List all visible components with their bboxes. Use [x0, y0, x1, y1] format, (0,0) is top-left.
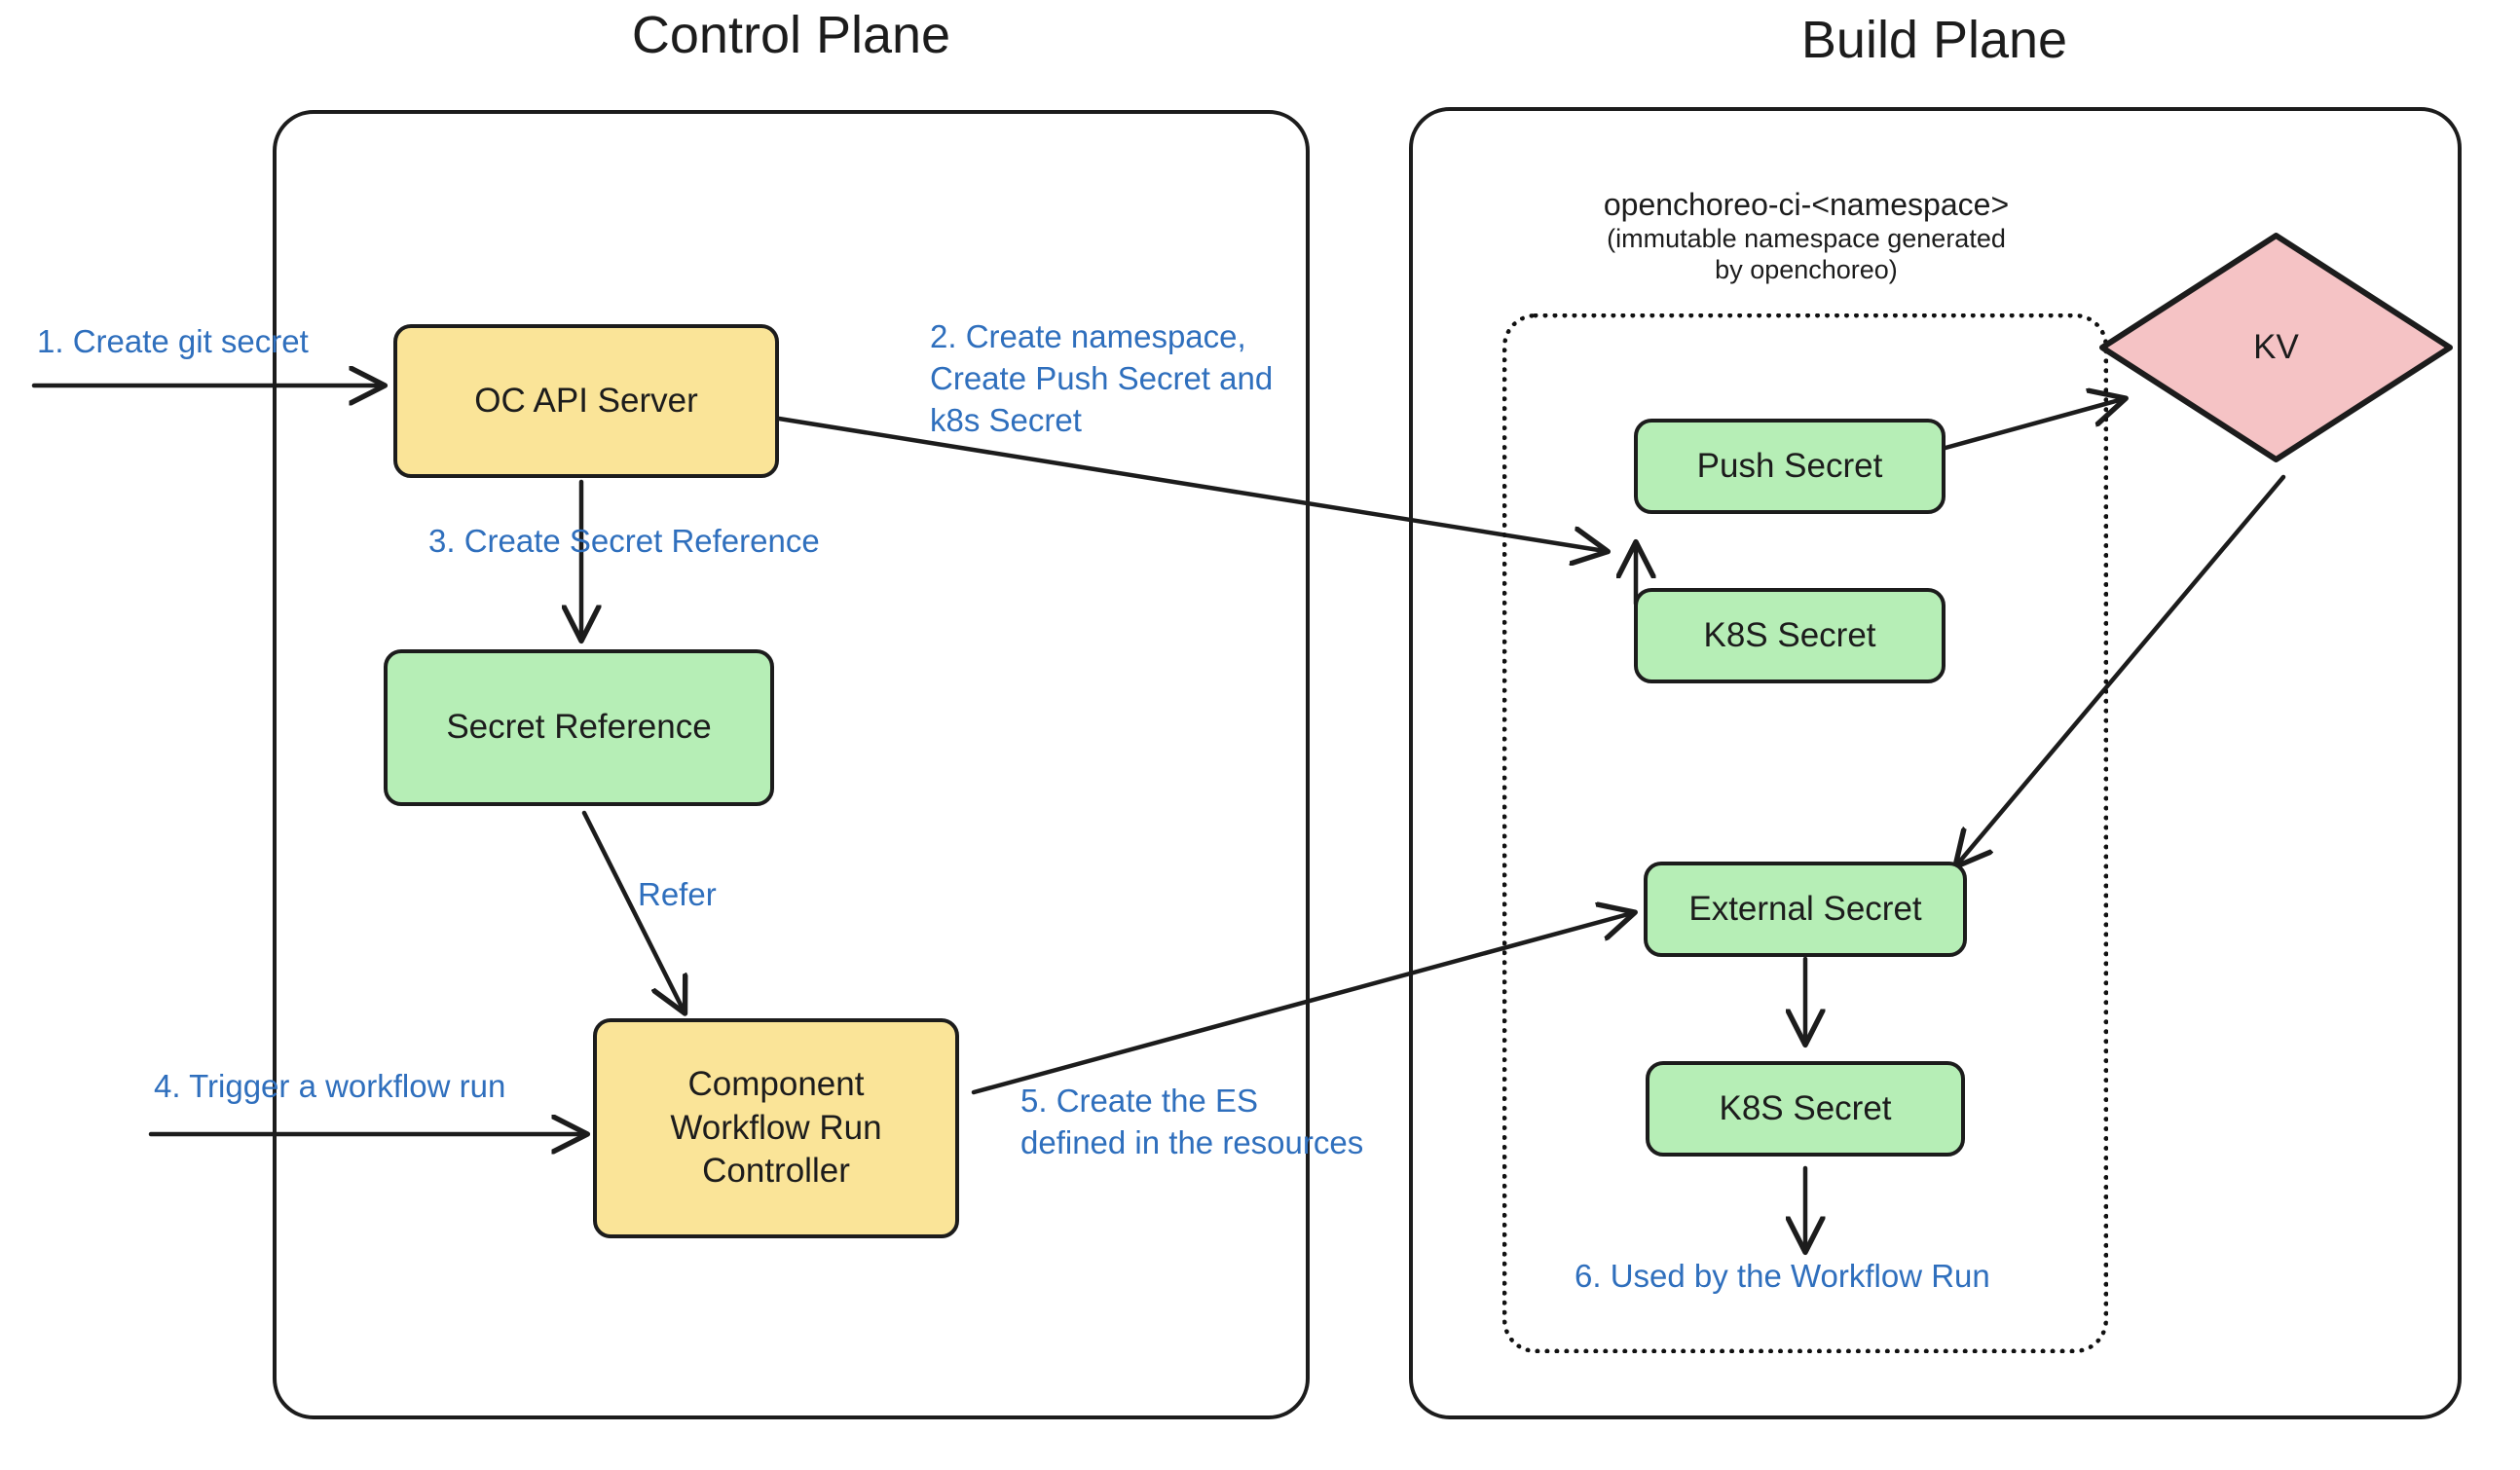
node-component-workflow-run-controller[interactable]: Component Workflow Run Controller	[593, 1018, 959, 1238]
namespace-note-line1: (immutable namespace generated	[1607, 223, 2006, 253]
edge-label-step1: 1. Create git secret	[37, 323, 309, 359]
node-k8s-secret-top-label: K8S Secret	[1703, 615, 1876, 654]
node-component-workflow-run-controller-label: Component Workflow Run Controller	[670, 1064, 882, 1191]
edge-label-step2: 2. Create namespace, Create Push Secret …	[930, 318, 1274, 438]
node-oc-api-server-label: OC API Server	[474, 381, 698, 420]
node-secret-reference[interactable]: Secret Reference	[384, 649, 774, 806]
edge-label-step5: 5. Create the ES defined in the resource…	[1020, 1083, 1364, 1160]
build-plane-title: Build Plane	[1800, 11, 2068, 69]
edge-label-refer: Refer	[638, 876, 717, 912]
namespace-note-line2: by openchoreo)	[1715, 254, 1898, 284]
node-oc-api-server[interactable]: OC API Server	[393, 324, 779, 478]
build-plane-container	[1409, 107, 2462, 1419]
control-plane-container	[273, 110, 1310, 1419]
node-external-secret[interactable]: External Secret	[1644, 862, 1967, 957]
node-k8s-secret-top[interactable]: K8S Secret	[1634, 588, 1946, 683]
namespace-container	[1502, 313, 2108, 1353]
node-push-secret[interactable]: Push Secret	[1634, 419, 1946, 514]
edge-label-step6: 6. Used by the Workflow Run	[1575, 1258, 1990, 1294]
node-secret-reference-label: Secret Reference	[446, 708, 712, 747]
node-push-secret-label: Push Secret	[1696, 446, 1883, 485]
node-kv-label: KV	[2253, 328, 2299, 366]
namespace-label: openchoreo-ci-<namespace> (immutable nam…	[1500, 187, 2113, 285]
node-external-secret-label: External Secret	[1688, 889, 1922, 928]
node-k8s-secret-bottom-label: K8S Secret	[1719, 1088, 1892, 1127]
edge-label-step4: 4. Trigger a workflow run	[154, 1068, 506, 1104]
kv-diamond-shape	[2099, 233, 2453, 462]
namespace-name: openchoreo-ci-<namespace>	[1603, 187, 2010, 222]
control-plane-title: Control Plane	[631, 6, 951, 64]
node-kv[interactable]: KV	[2098, 232, 2454, 463]
node-k8s-secret-bottom[interactable]: K8S Secret	[1646, 1061, 1965, 1157]
edge-label-step3: 3. Create Secret Reference	[428, 523, 820, 559]
